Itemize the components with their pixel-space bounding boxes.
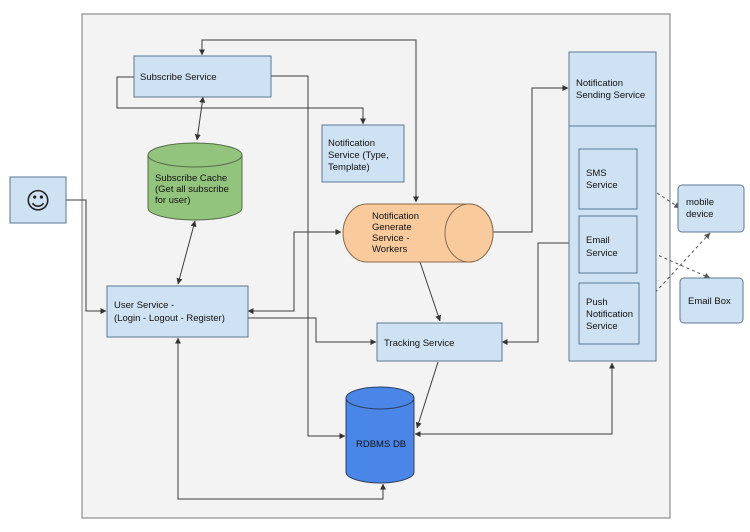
connector-user-to-userservice (66, 199, 107, 314)
notification-sending-line-1: Notification (576, 78, 623, 89)
connector-email-to-tracking (501, 242, 579, 345)
notification-generate-line-4: Workers (372, 244, 407, 255)
connector-subscribe-generate (199, 39, 419, 203)
rdbms-db-node: RDBMS DB (345, 386, 415, 484)
notification-generate-line-2: Generate (372, 222, 412, 233)
user-service-node: User Service - (Login - Logout - Registe… (106, 285, 249, 338)
email-service-line-1: Email (586, 235, 610, 246)
subscribe-cache-line-1: Subscribe Cache (155, 173, 227, 184)
subscribe-service-label: Subscribe Service (140, 72, 217, 83)
connector-generate-to-tracking (419, 261, 442, 322)
connector-generate-to-sending (493, 85, 569, 233)
connector-subscribe-cache (194, 96, 206, 141)
sms-service-line-2: Service (586, 180, 618, 191)
notification-service-line-1: Notification (328, 138, 375, 149)
sms-service-node: SMS Service (578, 148, 638, 210)
mobile-device-line-2: device (686, 209, 713, 220)
subscribe-cache-line-3: for user) (155, 195, 190, 206)
mobile-device-node: mobile device (677, 184, 745, 233)
notification-service-line-2: Service (Type, (328, 150, 389, 161)
rdbms-db-label: RDBMS DB (356, 439, 406, 450)
email-box-label: Email Box (688, 296, 731, 307)
tracking-service-label: Tracking Service (384, 338, 454, 349)
smiley-face-icon: ☺ (25, 187, 50, 215)
email-service-line-2: Service (586, 248, 618, 259)
notification-generate-node: Notification Generate Service - Workers (342, 203, 494, 263)
tracking-service-node: Tracking Service (376, 322, 503, 362)
connector-user-db (175, 337, 386, 500)
notification-generate-line-1: Notification (372, 211, 419, 222)
notification-generate-line-3: Service - (372, 233, 409, 244)
connector-cache-userservice (176, 220, 197, 285)
push-service-line-1: Push (586, 297, 608, 308)
push-service-line-3: Service (586, 321, 618, 332)
push-service-node: Push Notification Service (578, 282, 640, 345)
connectors (66, 39, 711, 500)
notification-service-line-3: Template) (328, 162, 370, 173)
connector-generate-userservice (247, 229, 342, 314)
notification-service-node: Notification Service (Type, Template) (321, 124, 405, 183)
mobile-device-line-1: mobile (686, 197, 714, 208)
notification-sending-line-2: Sending Service (576, 90, 645, 101)
connector-db-sending (414, 362, 615, 437)
user-service-line-2: (Login - Logout - Register) (114, 313, 225, 324)
push-service-line-2: Notification (586, 309, 633, 320)
subscribe-cache-node: Subscribe Cache (Get all subscribe for u… (147, 142, 243, 221)
subscribe-service-node: Subscribe Service (133, 55, 272, 98)
subscribe-cache-line-2: (Get all subscribe (155, 184, 229, 195)
email-service-node: Email Service (578, 215, 638, 274)
user-service-line-1: User Service - (114, 300, 174, 311)
connector-subscribe-to-notifservice (116, 76, 366, 125)
user-node: ☺ (9, 176, 67, 224)
email-box-node: Email Box (679, 277, 744, 324)
sms-service-line-1: SMS (586, 168, 607, 179)
